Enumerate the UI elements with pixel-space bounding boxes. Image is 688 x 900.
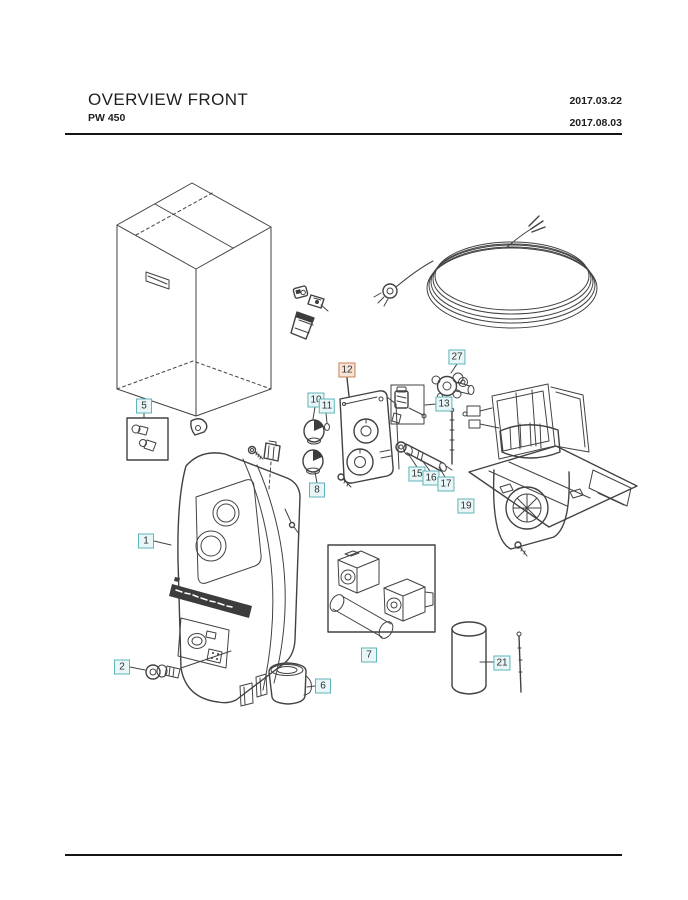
- callout-21[interactable]: 21: [493, 655, 511, 671]
- callout-2[interactable]: 2: [114, 659, 130, 675]
- callout-16[interactable]: 16: [422, 470, 440, 486]
- screw-and-bracket: [247, 440, 281, 490]
- clips-detail-box: [126, 412, 169, 461]
- small-hardware-cluster: [290, 285, 329, 340]
- leader-lines: [129, 363, 495, 688]
- nozzle-holder-cup: [268, 662, 312, 705]
- knob-10: [303, 419, 325, 445]
- model-number: PW 450: [88, 112, 126, 124]
- callout-13[interactable]: 13: [435, 396, 453, 412]
- clip-part: [190, 418, 208, 436]
- suction-tube: [516, 631, 523, 693]
- callout-6[interactable]: 6: [315, 678, 331, 694]
- revision-dates: 2017.03.22 2017.08.03: [569, 90, 622, 134]
- date-created: 2017.03.22: [569, 95, 622, 107]
- callout-12[interactable]: 12: [338, 362, 356, 378]
- detergent-tank: [451, 621, 487, 695]
- callout-11[interactable]: 11: [318, 398, 336, 414]
- callout-1[interactable]: 1: [138, 533, 154, 549]
- control-panel: [337, 390, 400, 488]
- holder-detail-box: [327, 544, 436, 639]
- front-cover: [169, 452, 301, 707]
- callout-8[interactable]: 8: [309, 482, 325, 498]
- inlet-fitting: [145, 650, 232, 680]
- header-rule: [65, 133, 622, 135]
- footer-rule: [65, 854, 622, 856]
- callout-27[interactable]: 27: [448, 349, 466, 365]
- page-title: OVERVIEW FRONT: [88, 90, 249, 109]
- callout-5[interactable]: 5: [136, 398, 152, 414]
- carton-box: [116, 182, 272, 417]
- callout-7[interactable]: 7: [361, 647, 377, 663]
- motor-detail-box: [390, 384, 427, 425]
- main-chassis: [458, 377, 638, 557]
- knob-8: [302, 449, 324, 475]
- callout-17[interactable]: 17: [437, 476, 455, 492]
- callout-19[interactable]: 19: [457, 498, 475, 514]
- power-cord: [373, 215, 598, 329]
- date-revised: 2017.08.03: [569, 117, 622, 129]
